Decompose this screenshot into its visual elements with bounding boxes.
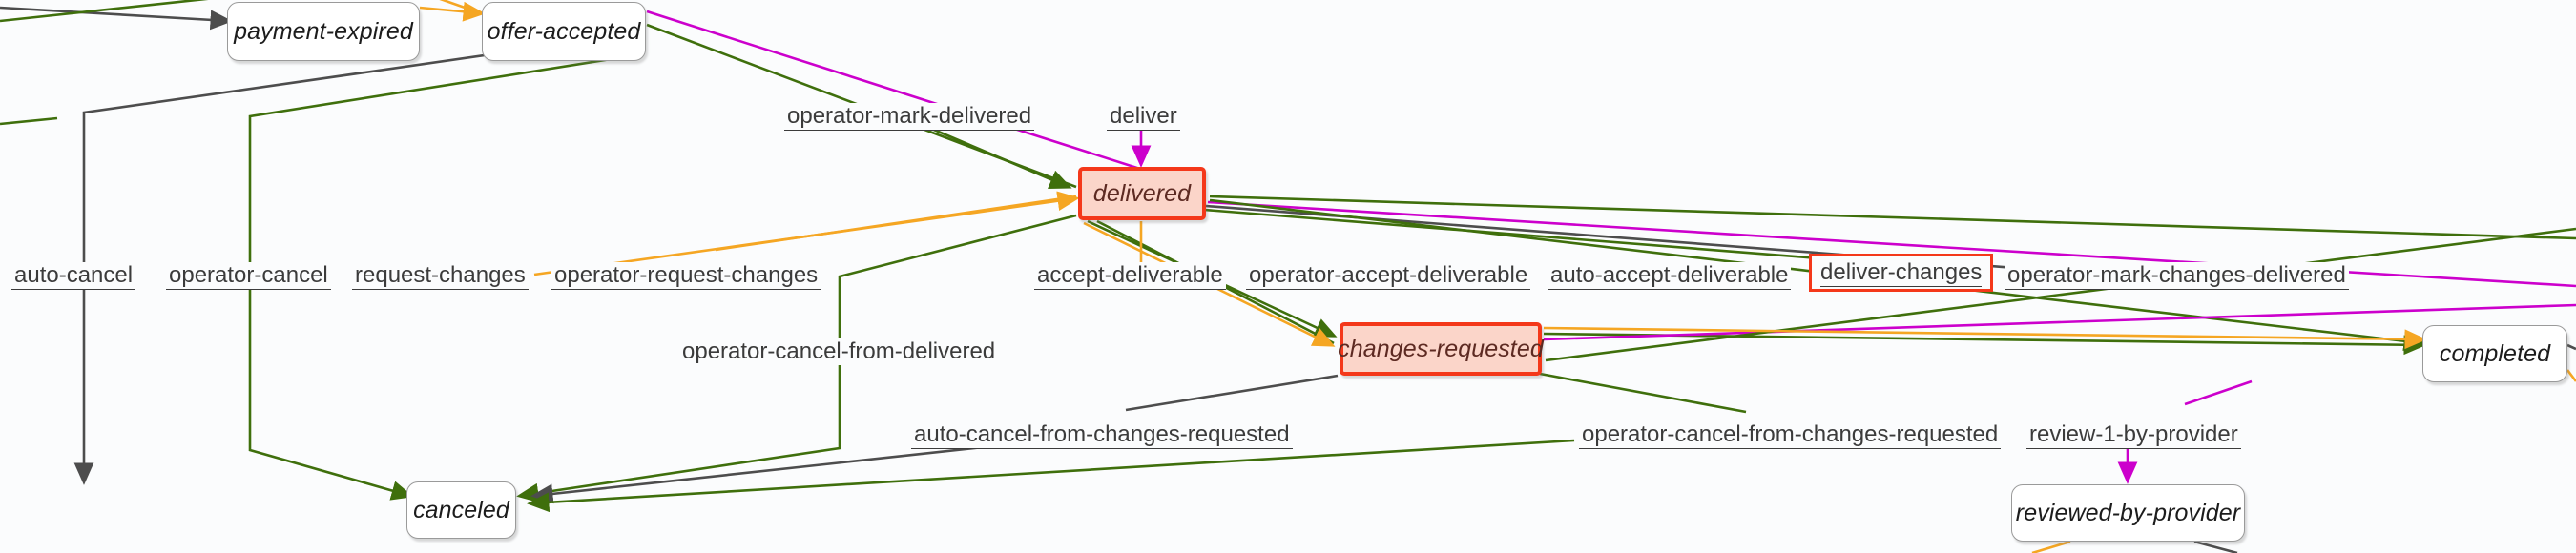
transition-label-operator-cancel[interactable]: operator-cancel: [166, 262, 331, 290]
transition-label-review-1-by-provider[interactable]: review-1-by-provider: [2026, 421, 2241, 449]
state-node-completed[interactable]: completed: [2422, 325, 2567, 382]
state-node-payment-expired[interactable]: payment-expired: [227, 2, 420, 61]
transition-label-text: deliver-changes: [1820, 259, 1983, 287]
transition-label-operator-cancel-from-delivered[interactable]: operator-cancel-from-delivered: [679, 338, 999, 365]
transition-label-deliver[interactable]: deliver: [1107, 103, 1180, 131]
transition-label-operator-mark-delivered[interactable]: operator-mark-delivered: [784, 103, 1035, 131]
state-node-label: offer-accepted: [487, 17, 641, 45]
transition-label-auto-cancel-from-changes-requested[interactable]: auto-cancel-from-changes-requested: [911, 421, 1293, 449]
transition-label-operator-accept-deliverable[interactable]: operator-accept-deliverable: [1246, 262, 1531, 290]
state-node-offer-accepted[interactable]: offer-accepted: [482, 2, 646, 61]
state-node-label: reviewed-by-provider: [2015, 499, 2241, 526]
transition-label-operator-mark-changes-delivered[interactable]: operator-mark-changes-delivered: [2005, 262, 2349, 290]
transition-label-deliver-changes[interactable]: deliver-changes: [1809, 254, 1994, 292]
state-node-label: changes-requested: [1338, 335, 1544, 362]
state-node-label: payment-expired: [234, 17, 413, 45]
transition-label-request-changes[interactable]: request-changes: [352, 262, 529, 290]
state-node-label: canceled: [413, 496, 509, 523]
state-node-label: delivered: [1092, 179, 1192, 207]
state-node-changes-requested[interactable]: changes-requested: [1338, 322, 1544, 376]
state-node-reviewed-by-provider[interactable]: reviewed-by-provider: [2011, 484, 2245, 542]
transition-label-auto-cancel[interactable]: auto-cancel: [11, 262, 136, 290]
transition-label-auto-accept-deliverable[interactable]: auto-accept-deliverable: [1548, 262, 1792, 290]
state-node-delivered[interactable]: delivered: [1078, 167, 1206, 220]
transition-label-operator-request-changes[interactable]: operator-request-changes: [551, 262, 821, 290]
state-node-canceled[interactable]: canceled: [406, 481, 516, 539]
state-node-label: completed: [2439, 339, 2551, 367]
transition-label-accept-deliverable[interactable]: accept-deliverable: [1034, 262, 1226, 290]
transition-label-operator-cancel-from-changes-requested[interactable]: operator-cancel-from-changes-requested: [1579, 421, 2002, 449]
